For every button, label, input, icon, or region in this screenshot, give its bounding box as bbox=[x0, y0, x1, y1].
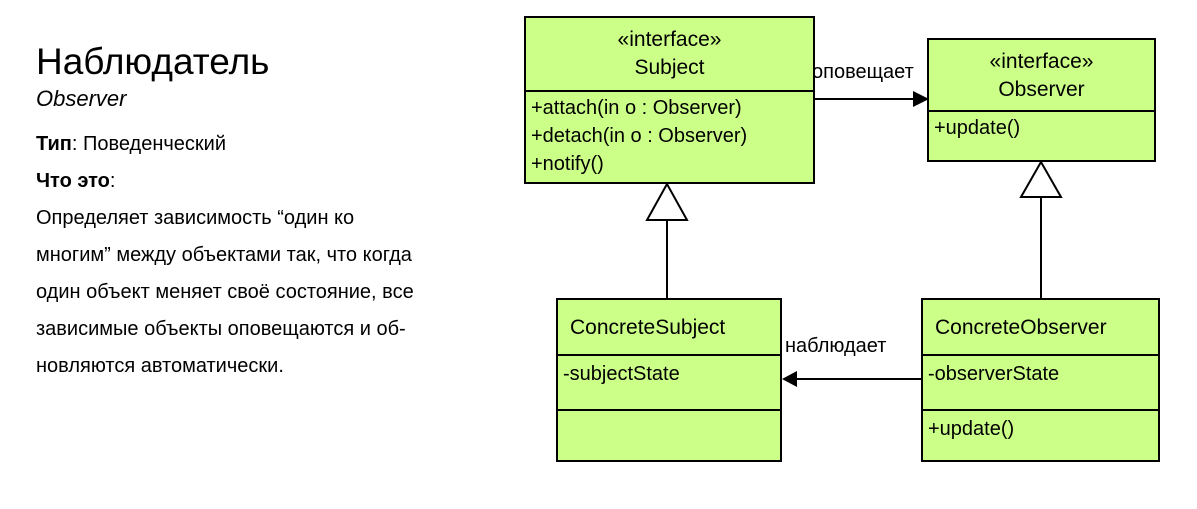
concrete-observer-header: ConcreteObserver bbox=[923, 300, 1158, 356]
observes-arrowhead bbox=[782, 371, 797, 387]
concrete-subject-header: ConcreteSubject bbox=[558, 300, 780, 356]
observer-class: «interface» Observer +update() bbox=[927, 38, 1156, 162]
notifies-arrowhead bbox=[913, 91, 929, 107]
observer-operations: +update() bbox=[929, 112, 1154, 142]
subject-header: «interface» Subject bbox=[526, 18, 813, 92]
observer-stereotype: «interface» bbox=[989, 50, 1094, 73]
concrete-observer-name: ConcreteObserver bbox=[935, 316, 1107, 339]
concrete-subject-attribute: -subjectState bbox=[563, 363, 680, 385]
concrete-observer-operation: +update() bbox=[928, 418, 1015, 440]
type-row: Тип: Поведенческий bbox=[36, 126, 516, 163]
description-line: один объект меняет своё состояние, все bbox=[36, 281, 414, 303]
description: Определяет зависимость “один ко многим” … bbox=[36, 200, 516, 385]
what-colon: : bbox=[109, 170, 116, 192]
concrete-subject-attributes: -subjectState bbox=[558, 356, 780, 411]
subject-name: Subject bbox=[634, 56, 705, 79]
observes-label: наблюдает bbox=[785, 335, 887, 357]
observer-generalization-triangle bbox=[1019, 159, 1063, 198]
concrete-observer-class: ConcreteObserver -observerState +update(… bbox=[921, 298, 1160, 462]
subject-stereotype: «interface» bbox=[617, 28, 722, 51]
subject-operation: +attach(in o : Observer) bbox=[531, 97, 742, 119]
subject-operation: +detach(in o : Observer) bbox=[531, 125, 748, 147]
intro-panel: Наблюдатель Observer Тип: Поведенческий … bbox=[36, 40, 516, 385]
subject-class: «interface» Subject +attach(in o : Obser… bbox=[524, 16, 815, 184]
observer-name: Observer bbox=[998, 78, 1085, 101]
subject-operations: +attach(in o : Observer) +detach(in o : … bbox=[526, 92, 813, 178]
notifies-label: оповещает bbox=[812, 61, 914, 83]
concrete-observer-operations: +update() bbox=[923, 411, 1158, 443]
description-line: Определяет зависимость “один ко bbox=[36, 207, 355, 229]
concrete-subject-class: ConcreteSubject -subjectState bbox=[556, 298, 782, 462]
concrete-observer-attribute: -observerState bbox=[928, 363, 1060, 385]
page-subtitle: Observer bbox=[36, 86, 127, 111]
what-label: Что это bbox=[36, 170, 110, 192]
concrete-observer-attributes: -observerState bbox=[923, 356, 1158, 411]
what-row: Что это: bbox=[36, 163, 516, 200]
type-value: : Поведенческий bbox=[71, 133, 227, 155]
type-label: Тип bbox=[36, 133, 72, 155]
description-line: зависимые объекты оповещаются и об- bbox=[36, 318, 406, 340]
observer-operation: +update() bbox=[934, 117, 1021, 139]
concrete-subject-name: ConcreteSubject bbox=[570, 316, 726, 339]
subject-generalization-triangle bbox=[645, 181, 689, 221]
subject-operation: +notify() bbox=[531, 153, 604, 175]
page-title: Наблюдатель bbox=[36, 41, 270, 82]
description-line: новляются автоматически. bbox=[36, 355, 284, 377]
observer-header: «interface» Observer bbox=[929, 40, 1154, 112]
description-line: многим” между объектами так, что когда bbox=[36, 244, 412, 266]
